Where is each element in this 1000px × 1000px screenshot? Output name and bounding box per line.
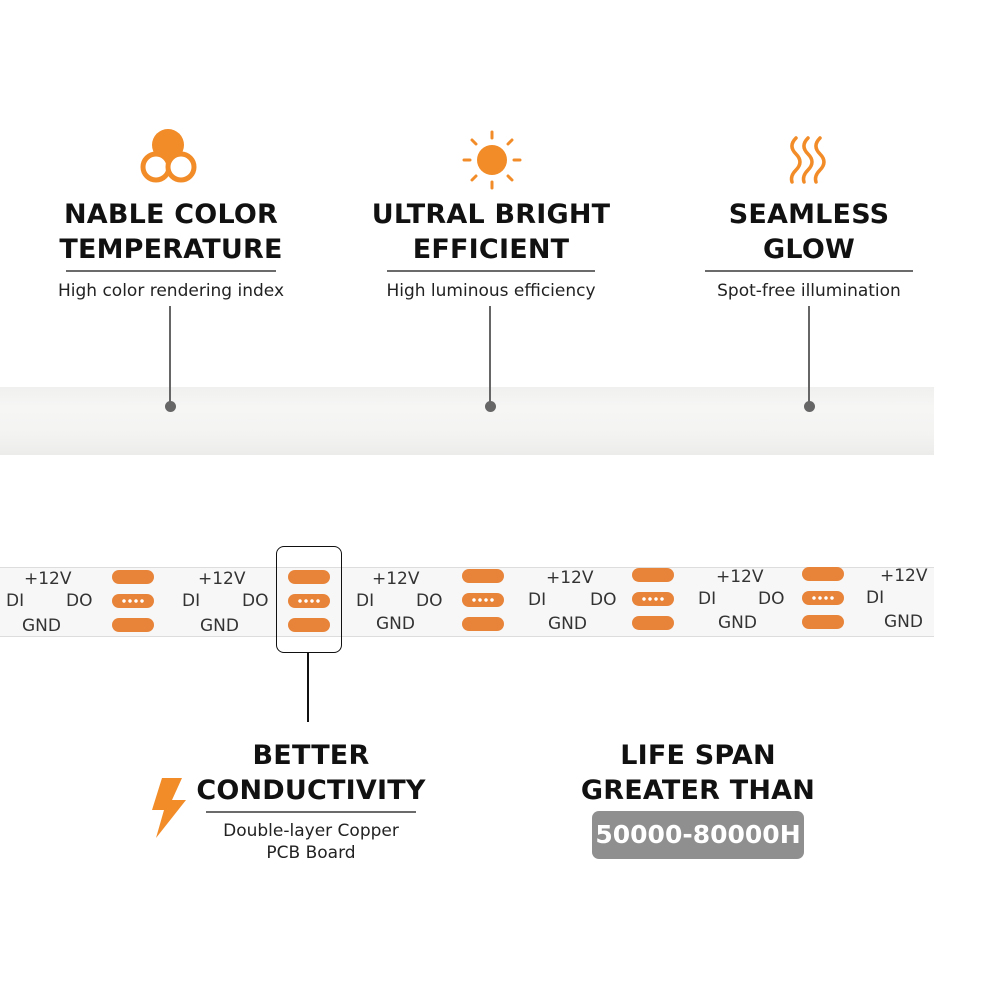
copper-pad [112, 618, 154, 632]
feature-title: CONDUCTIVITY [196, 775, 426, 806]
pad-highlight-box [276, 546, 342, 653]
lifespan-badge: 50000-80000H [592, 811, 804, 859]
pointer-dot [804, 401, 815, 412]
pcb-label-do: DO [590, 590, 617, 610]
pcb-label-12v: +12V [716, 567, 764, 587]
pcb-label-gnd: GND [200, 616, 239, 636]
pcb-label-do: DO [66, 591, 93, 611]
lightning-icon [152, 778, 186, 838]
pcb-label-di: DI [182, 591, 201, 611]
color-circles-icon [140, 129, 197, 183]
feature-title: NABLE COLOR [63, 199, 279, 230]
feature-title: ULTRAL BRIGHT [371, 199, 611, 230]
feature-subtitle: High color rendering index [57, 281, 285, 301]
pointer-line [307, 652, 309, 722]
pcb-label-gnd: GND [884, 612, 923, 632]
feature-title: BETTER [252, 740, 370, 771]
feature-lifespan: LIFE SPAN GREATER THAN [568, 738, 828, 808]
pcb-label-di: DI [866, 588, 885, 608]
feature-subtitle: Double-layer Copper [223, 821, 399, 841]
lifespan-title: GREATER THAN [580, 775, 816, 806]
pcb-label-gnd: GND [548, 614, 587, 634]
pcb-label-12v: +12V [372, 569, 420, 589]
pointer-dot [485, 401, 496, 412]
copper-pad [632, 568, 674, 582]
copper-pad [288, 570, 330, 584]
pcb-label-do: DO [242, 591, 269, 611]
feature-subtitle: Spot-free illumination [717, 281, 901, 301]
pcb-label-di: DI [528, 590, 547, 610]
divider [206, 811, 416, 813]
copper-pad [462, 569, 504, 583]
divider [705, 270, 913, 272]
pointer-dot [165, 401, 176, 412]
pcb-label-12v: +12V [198, 569, 246, 589]
copper-pad [802, 567, 844, 581]
copper-pad [802, 591, 844, 605]
copper-pad [632, 592, 674, 606]
sun-icon [462, 130, 522, 190]
pcb-label-do: DO [416, 591, 443, 611]
feature-color-temperature: NABLE COLOR TEMPERATURE High color rende… [41, 197, 301, 301]
pointer-line [489, 306, 491, 402]
copper-pad [112, 594, 154, 608]
feature-title: SEAMLESS [728, 199, 890, 230]
feature-title: EFFICIENT [412, 234, 570, 265]
pcb-label-gnd: GND [22, 616, 61, 636]
pcb-label-di: DI [6, 591, 25, 611]
feature-title: TEMPERATURE [59, 234, 283, 265]
feature-subtitle: PCB Board [266, 843, 356, 863]
copper-pad [462, 593, 504, 607]
copper-pad [112, 570, 154, 584]
pointer-line [808, 306, 810, 402]
lifespan-title: LIFE SPAN [620, 740, 776, 771]
divider [387, 270, 595, 272]
pcb-label-di: DI [698, 589, 717, 609]
feature-seamless-glow: SEAMLESS GLOW Spot-free illumination [679, 197, 939, 301]
pcb-label-di: DI [356, 591, 375, 611]
pcb-label-12v: +12V [24, 569, 72, 589]
copper-pad [802, 615, 844, 629]
pcb-strip: +12V DI DO GND +12V DI DO GND +12V DI DO… [0, 567, 934, 637]
pcb-label-gnd: GND [718, 613, 757, 633]
copper-pad [632, 616, 674, 630]
pcb-label-12v: +12V [546, 568, 594, 588]
glow-waves-icon [789, 136, 826, 184]
pointer-line [169, 306, 171, 402]
diffused-led-strip [0, 387, 934, 455]
copper-pad [462, 617, 504, 631]
pcb-label-12v: +12V [880, 568, 928, 586]
divider [66, 270, 276, 272]
feature-title: GLOW [763, 234, 855, 265]
feature-subtitle: High luminous efficiency [386, 281, 596, 301]
pcb-label-do: DO [758, 589, 785, 609]
feature-brightness: ULTRAL BRIGHT EFFICIENT High luminous ef… [361, 197, 621, 301]
copper-pad [288, 594, 330, 608]
pcb-label-gnd: GND [376, 614, 415, 634]
pcb-segment: +12V DI GND [866, 568, 934, 636]
feature-conductivity: BETTER CONDUCTIVITY Double-layer Copper … [180, 738, 442, 863]
copper-pad [288, 618, 330, 632]
